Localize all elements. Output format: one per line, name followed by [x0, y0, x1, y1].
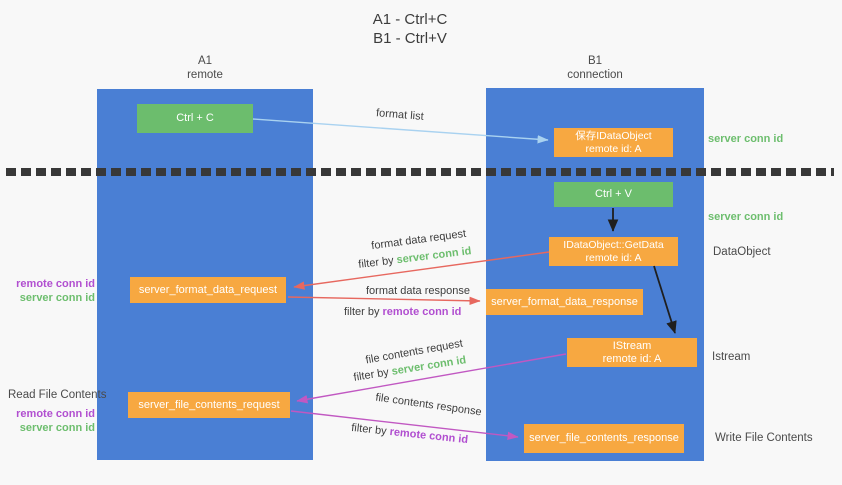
annotation-write-file-contents: Write File Contents: [715, 432, 813, 444]
edge-filter-format-data-response: filter by remote conn id: [344, 306, 461, 318]
annotation-read-file-contents: Read File Contents: [8, 389, 107, 401]
node-format-response-label: server_format_data_response: [491, 295, 638, 308]
annotation-server-conn-id: server conn id: [19, 422, 95, 434]
lane-b1-id: B1: [587, 55, 603, 67]
arrow-format-data-response: [287, 296, 481, 305]
arrow-getdata-to-istream: [653, 265, 677, 334]
node-save-line1: 保存IDataObject: [575, 129, 652, 142]
node-format-request-label: server_format_data_request: [138, 283, 278, 296]
node-file-response-label: server_file_contents_response: [529, 432, 679, 444]
edge-label-format-data-response: format data response: [366, 285, 470, 297]
arrow-format-data-request: [293, 251, 550, 290]
node-ctrl-c: Ctrl + C: [137, 104, 253, 133]
arrow-file-contents-request: [296, 353, 567, 404]
annotation-server-conn-id-top: server conn id: [708, 133, 784, 145]
node-save-line2: remote id: A: [585, 142, 642, 155]
title-line-1: A1 - Ctrl+C: [372, 11, 448, 28]
clipboard-boundary-dotted-line: [6, 168, 834, 176]
remote-conn-id-key: remote conn id: [382, 306, 462, 318]
diagram-title: A1 - Ctrl+C B1 - Ctrl+V: [0, 10, 820, 48]
title-line-2: B1 - Ctrl+V: [373, 30, 447, 47]
annotation-istream: Istream: [712, 351, 751, 363]
node-ctrl-v: Ctrl + V: [554, 182, 673, 207]
node-file-request-label: server_file_contents_request: [138, 398, 280, 411]
annotation-conn-ids-bottom: remote conn id server conn id: [0, 407, 95, 435]
lane-header-b1: B1 connection: [486, 54, 704, 82]
node-getdata-line1: IDataObject::GetData: [563, 238, 664, 251]
annotation-dataobject: DataObject: [713, 246, 771, 258]
node-server-format-data-request: server_format_data_request: [130, 277, 286, 303]
node-istream-line2: remote id: A: [602, 352, 662, 365]
annotation-remote-conn-id: remote conn id: [16, 408, 95, 420]
node-istream-line1: IStream: [612, 339, 652, 352]
annotation-server-conn-id: server conn id: [19, 292, 95, 304]
node-save-idataobject: 保存IDataObject remote id: A: [554, 128, 673, 157]
lane-header-a1: A1 remote: [97, 54, 313, 82]
node-server-format-data-response: server_format_data_response: [486, 289, 643, 315]
lane-a1-role: remote: [187, 69, 223, 81]
node-server-file-contents-response: server_file_contents_response: [524, 424, 684, 453]
node-ctrl-c-label: Ctrl + C: [176, 112, 214, 124]
arrow-file-contents-response: [290, 410, 519, 440]
node-idataobject-getdata: IDataObject::GetData remote id: A: [549, 237, 678, 266]
arrow-format-list: [252, 118, 549, 144]
node-server-file-contents-request: server_file_contents_request: [128, 392, 290, 418]
annotation-remote-conn-id: remote conn id: [16, 278, 95, 290]
lane-b1-role: connection: [567, 69, 623, 81]
node-getdata-line2: remote id: A: [585, 251, 642, 264]
filter-by-text: filter by: [344, 306, 383, 318]
node-istream: IStream remote id: A: [567, 338, 697, 367]
annotation-server-conn-id-mid: server conn id: [708, 211, 784, 223]
lane-a1-id: A1: [197, 55, 213, 67]
node-ctrl-v-label: Ctrl + V: [595, 188, 632, 200]
annotation-conn-ids-top: remote conn id server conn id: [0, 277, 95, 305]
